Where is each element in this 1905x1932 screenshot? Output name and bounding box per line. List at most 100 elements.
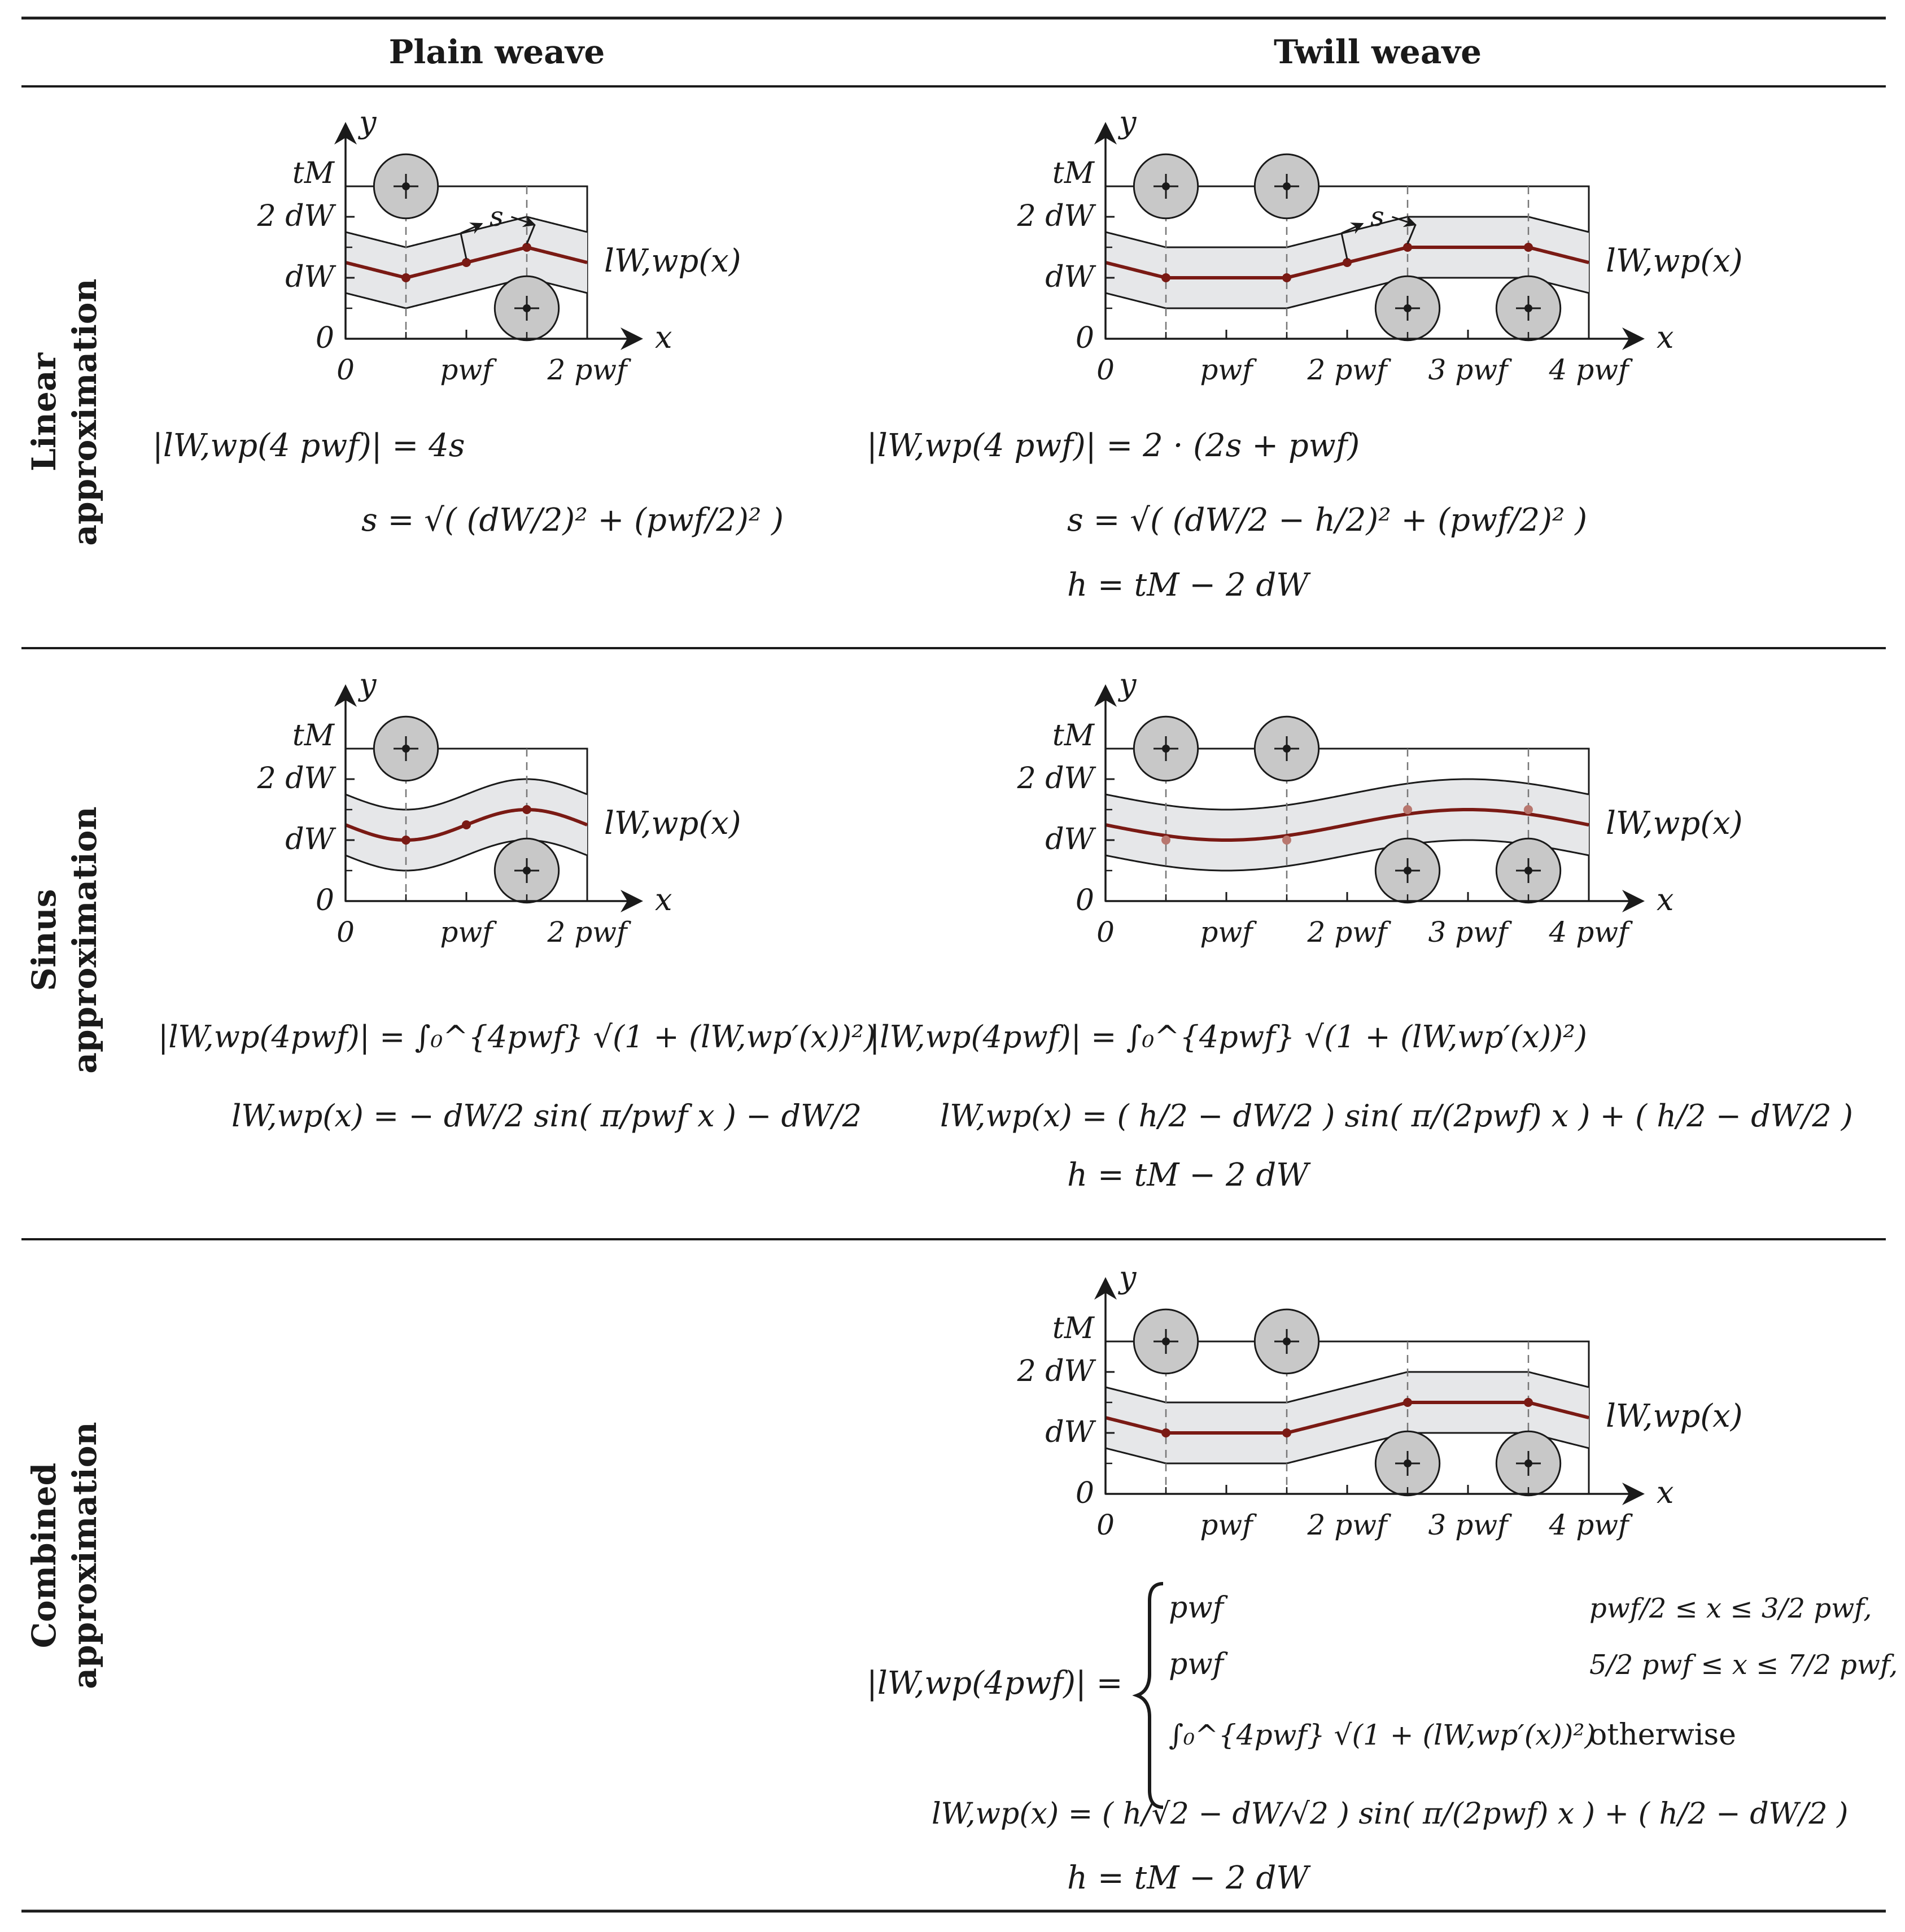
x-tick-label: 2 pwf [1307,916,1391,948]
y-tick-label: dW [1045,260,1096,294]
x-tick-label: 0 [1096,1509,1115,1541]
row-label-combined-line1: Combined [25,1463,63,1648]
y-tick-label: 2 dW [257,762,337,795]
yarn-band-bottom-edge [1105,277,1589,309]
segment-label-s: s [1370,201,1384,233]
row-label-combined: Combined approximation [25,1422,104,1689]
row-label-sinus-line2: approximation [65,806,104,1073]
x-tick-label: 3 pwf [1428,916,1512,948]
y-tick-label: dW [285,823,336,856]
diagrams: s x y 0 dW 2 dW tM 0 pwf 2 pwf lW,wp(x) s x y 0 dW 2 dW t… [257,104,1743,1541]
formula-sinus-plain: |lW,wp(4pwf)| = ∫₀^{4pwf} √(1 + (lW,wp′(… [158,1019,876,1134]
centerline-point [1403,1398,1412,1407]
formula-sinus-plain-1: |lW,wp(4pwf)| = ∫₀^{4pwf} √(1 + (lW,wp′(… [158,1019,876,1055]
centerline-point [401,836,410,845]
formula-combined-cond3: otherwise [1589,1718,1736,1752]
y-axis-label: y [358,104,377,140]
y-tick-label: 2 dW [1017,199,1096,233]
segment-arrow-left [1341,222,1364,234]
warp-yarn-centerline [1105,807,1589,842]
yarn-band-top-edge [1105,216,1589,248]
x-tick-label: pwf [1200,1509,1257,1541]
warp-yarn-centerline [1105,1401,1589,1435]
formula-linear-plain-2: s = √( (dW/2)² + (pwf/2)² ) [361,502,784,539]
x-tick-label: 2 pwf [547,916,631,948]
centerline-point [1282,1428,1291,1437]
curve-label-lwwp: lW,wp(x) [1606,1398,1743,1435]
x-axis-label: x [1657,882,1674,917]
segment-arrow-right [511,215,536,228]
fiber-center-dot [1162,182,1170,190]
x-tick-label: 4 pwf [1548,916,1633,948]
formula-combined-3: h = tM − 2 dW [1067,1860,1311,1896]
x-axis-label: x [1657,1475,1674,1510]
centerline-point [1282,273,1291,282]
fiber-center-dot [1404,867,1412,875]
formula-combined-case2: pwf [1169,1647,1228,1681]
y-axis-label: y [1118,1260,1137,1295]
fiber-center-dot [1524,867,1532,875]
centerline-point [1524,243,1533,252]
fiber-center-dot [1404,304,1412,312]
x-tick-label: 0 [337,916,355,948]
x-tick-label: pwf [1200,353,1257,386]
x-axis-label: x [655,320,672,355]
x-tick-label: 0 [1096,353,1115,386]
x-tick-label: pwf [440,916,497,948]
y-tick-label: tM [292,719,335,753]
x-tick-label: pwf [1200,916,1257,948]
fiber-center-dot [402,182,410,190]
fiber-center-dot [1283,1337,1291,1345]
formula-sinus-twill-1: |lW,wp(4pwf)| = ∫₀^{4pwf} √(1 + (lW,wp′(… [870,1019,1587,1055]
yarn-band-bottom-edge [1105,839,1589,872]
yarn-band-bottom-edge [345,839,588,872]
centerline-point [522,805,531,814]
formula-linear-twill-3: h = tM − 2 dW [1067,567,1311,604]
y-axis-label: y [358,667,377,702]
centerline-point [1403,243,1412,252]
yarn-band-top-edge [345,216,588,248]
formula-sinus-plain-2: lW,wp(x) = − dW/2 sin( π/pwf x ) − dW/2 [231,1098,862,1134]
x-tick-label: 3 pwf [1428,1509,1512,1541]
centerline-point [1343,258,1352,267]
row-label-sinus: Sinus approximation [25,806,104,1073]
formula-combined-cond2: 5/2 pwf ≤ x ≤ 7/2 pwf, [1589,1649,1898,1681]
header-twill-weave: Twill weave [1274,33,1482,71]
cases-brace [1132,1582,1164,1809]
centerline-point [1403,805,1412,814]
segment-label-s: s [490,201,504,233]
fiber-center-dot [1162,1337,1170,1345]
y-tick-label: tM [292,156,335,190]
x-axis-label: x [1657,320,1674,355]
segment-arrow-right [1392,215,1417,228]
centerline-point [1282,836,1291,845]
formula-linear-plain: |lW,wp(4 pwf)| = 4s s = √( (dW/2)² + (pw… [152,427,784,539]
y-tick-label: dW [1045,1415,1096,1449]
formula-combined-twill: |lW,wp(4pwf)| = pwf pwf/2 ≤ x ≤ 3/2 pwf,… [867,1582,1898,1896]
y-tick-label: 0 [1076,884,1094,917]
segment-tick [1406,224,1417,244]
curve-label-lwwp: lW,wp(x) [1606,805,1743,842]
centerline-point [1161,836,1170,845]
y-tick-label: 2 dW [1017,1354,1096,1388]
x-tick-label: 0 [337,353,355,386]
formula-linear-twill-2: s = √( (dW/2 − h/2)² + (pwf/2)² ) [1067,502,1587,539]
y-tick-label: 2 dW [257,199,337,233]
curve-label-lwwp: lW,wp(x) [604,805,741,842]
curve-label-lwwp: lW,wp(x) [604,243,741,279]
formula-combined-lhs: |lW,wp(4pwf)| = [867,1665,1123,1702]
yarn-band-top-edge [1105,1371,1589,1404]
x-tick-label: 2 pwf [1307,1509,1391,1541]
yarn-band-top-edge [345,778,588,811]
row-label-sinus-line1: Sinus [25,889,63,991]
fiber-center-dot [1524,304,1532,312]
curve-label-lwwp: lW,wp(x) [1606,243,1743,279]
centerline-point [1161,1428,1170,1437]
y-tick-label: 0 [316,884,334,917]
centerline-point [522,243,531,252]
x-tick-label: 3 pwf [1428,353,1512,386]
